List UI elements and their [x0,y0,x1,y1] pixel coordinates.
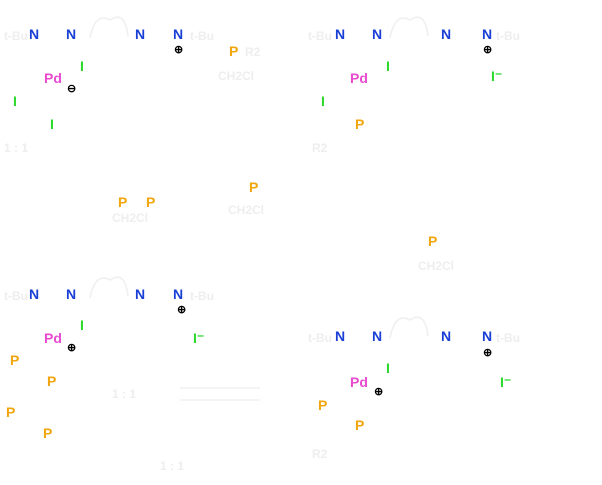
ghost-tail-4: t-Bu [496,331,520,345]
iodide-ion: I⁻ [500,374,511,390]
atom-n: N [135,286,145,302]
ghost-labels: t-Bu t-Bu R2 CH2Cl 1 : 1 CH2Cl CH2Cl t-B… [4,29,520,473]
atom-n: N [372,328,382,344]
atom-pd: Pd [44,330,62,346]
atom-p: P [146,194,155,210]
atom-n: N [66,286,76,302]
atom-p: P [229,43,238,59]
positive-charge: ⊕ [177,304,186,316]
ghost-tail-3: t-Bu [190,289,214,303]
atom-n: N [29,286,39,302]
atom-n: N [335,328,345,344]
atom-i: I [386,58,390,74]
atom-n: N [173,26,183,42]
atom-i: I [50,116,54,132]
structure-bottom-right: N N N N ⊕ I I⁻ Pd ⊕ P P [318,328,511,433]
ghost-ch2cl-1: CH2Cl [218,69,254,83]
atom-n: N [173,286,183,302]
atom-p: P [10,352,19,368]
atom-n: N [66,26,76,42]
atom-n: N [372,26,382,42]
ghost-tbu-1: t-Bu [4,29,28,43]
atom-p: P [6,404,15,420]
ghost-pr2-1: R2 [245,45,261,59]
ghost-ratio-3: 1 : 1 [160,459,184,473]
atom-pd: Pd [350,374,368,390]
atom-n: N [482,328,492,344]
atom-p: P [428,233,437,249]
ghost-bonds [89,16,429,401]
ghost-tbu-4: t-Bu [308,331,332,345]
atom-p: P [318,397,327,413]
ghost-tail-1: t-Bu [190,29,214,43]
positive-charge: ⊕ [483,347,492,359]
atom-i: I [13,93,17,109]
atom-n: N [135,26,145,42]
negative-charge: ⊖ [67,83,76,95]
atom-p: P [43,425,52,441]
structure-bottom-left: N N N N ⊕ I I⁻ Pd ⊕ P P P P [6,286,204,441]
structure-top-right: N N N N ⊕ I I⁻ Pd I P P [321,26,502,249]
atom-n: N [335,26,345,42]
atom-n: N [441,26,451,42]
ghost-tbu-3: t-Bu [4,289,28,303]
atom-pd: Pd [350,70,368,86]
ghost-tail-2: t-Bu [496,29,520,43]
positive-charge: ⊕ [174,44,183,56]
ghost-ch2cl-2: CH2Cl [112,211,148,225]
atom-i: I [80,58,84,74]
atom-pd: Pd [44,70,62,86]
atom-p: P [249,179,258,195]
atom-p: P [47,373,56,389]
iodide-ion: I⁻ [491,68,502,84]
positive-charge: ⊕ [483,44,492,56]
ghost-ch2cl-3: CH2Cl [228,203,264,217]
ghost-tbu-2: t-Bu [308,29,332,43]
ghost-ch2cl-4: CH2Cl [418,259,454,273]
atom-p: P [355,417,364,433]
atom-n: N [29,26,39,42]
positive-charge: ⊕ [374,386,383,398]
atom-n: N [482,26,492,42]
structure-top-left: N N N N ⊕ I Pd ⊖ I I P P P P [13,26,258,210]
ghost-ratio-1: 1 : 1 [4,141,28,155]
atom-i: I [386,360,390,376]
atom-p: P [118,194,127,210]
ghost-pr2-2: R2 [312,141,328,155]
ghost-pr2-3: R2 [312,447,328,461]
atom-i: I [80,317,84,333]
atom-i: I [321,93,325,109]
positive-charge: ⊕ [67,342,76,354]
iodide-ion: I⁻ [193,330,204,346]
atom-n: N [441,328,451,344]
ghost-ratio-2: 1 : 1 [112,387,136,401]
atom-p: P [355,116,364,132]
